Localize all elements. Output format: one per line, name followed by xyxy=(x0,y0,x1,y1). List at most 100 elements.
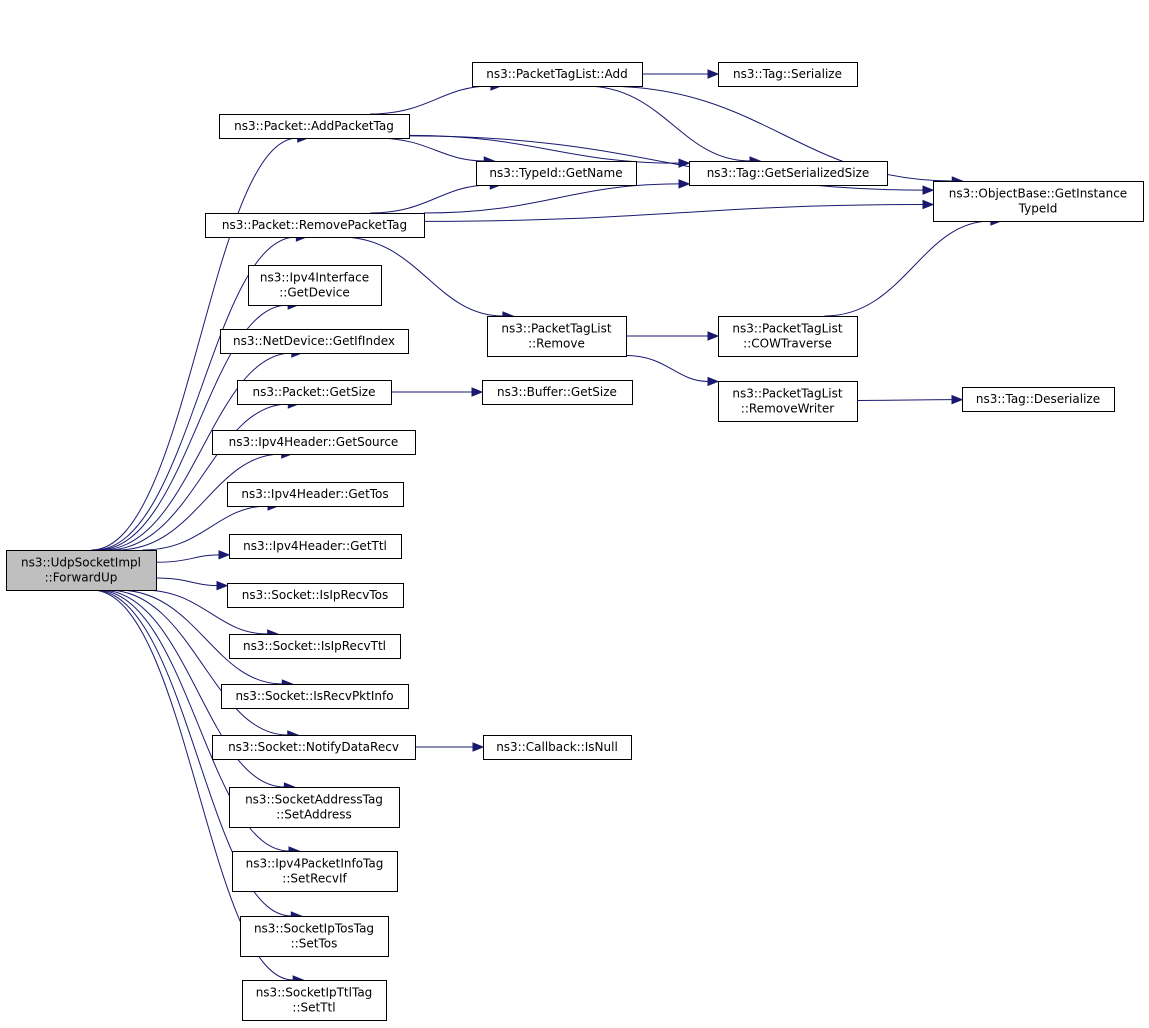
node-label: ns3::Ipv4PacketInfoTag xyxy=(246,857,384,871)
node-label: ns3::TypeId::GetName xyxy=(489,166,622,180)
node-box xyxy=(482,380,633,405)
node-box xyxy=(718,316,858,357)
arrowhead-root-ipv4GetTtl xyxy=(218,550,231,560)
node-removePacketTag[interactable]: ns3::Packet::RemovePacketTag xyxy=(205,213,425,238)
node-box xyxy=(6,550,157,591)
node-isIpRecvTos[interactable]: ns3::Socket::IsIpRecvTos xyxy=(227,583,404,608)
arrowhead-removePacketTag-getInstanceTypeId xyxy=(922,199,935,210)
node-ipv4GetTtl[interactable]: ns3::Ipv4Header::GetTtl xyxy=(229,534,402,559)
node-box xyxy=(472,62,643,87)
node-tagGetSerializedSize[interactable]: ns3::Tag::GetSerializedSize xyxy=(689,161,888,186)
call-edge-root-isIpRecvTtl xyxy=(142,589,268,635)
node-label: ns3::Socket::NotifyDataRecv xyxy=(228,740,399,754)
node-label: ns3::Tag::Serialize xyxy=(733,67,842,81)
node-tagSerialize[interactable]: ns3::Tag::Serialize xyxy=(718,62,858,87)
call-edge-root-ipv4GetTtl xyxy=(155,554,220,563)
node-addPacketTag[interactable]: ns3::Packet::AddPacketTag xyxy=(219,114,410,139)
node-label: ns3::Ipv4Header::GetTtl xyxy=(243,539,387,553)
node-setAddress[interactable]: ns3::SocketAddressTag::SetAddress xyxy=(229,787,400,828)
node-label: ns3::SocketAddressTag xyxy=(245,793,383,807)
call-edge-addPacketTag-tagGetSerializedSize xyxy=(408,134,680,164)
node-box xyxy=(212,430,416,455)
node-ipv4IfaceGetDevice[interactable]: ns3::Ipv4Interface::GetDevice xyxy=(248,265,382,306)
node-typeIdGetName[interactable]: ns3::TypeId::GetName xyxy=(476,161,637,186)
arrowhead-tagListAdd-tagSerialize xyxy=(707,69,720,79)
node-bufferGetSize[interactable]: ns3::Buffer::GetSize xyxy=(482,380,633,405)
node-label: ns3::Socket::IsIpRecvTos xyxy=(242,588,389,602)
node-removeWriter[interactable]: ns3::PacketTagList::RemoveWriter xyxy=(718,381,858,422)
node-label: ::SetRecvIf xyxy=(282,872,347,886)
node-box xyxy=(248,265,382,306)
node-netDeviceGetIfIndex[interactable]: ns3::NetDevice::GetIfIndex xyxy=(220,329,409,354)
node-label: ns3::Buffer::GetSize xyxy=(497,385,617,399)
node-label: ns3::PacketTagList xyxy=(501,322,611,336)
node-label: ::COWTraverse xyxy=(743,337,832,351)
node-box xyxy=(229,534,402,559)
node-tagDeserialize[interactable]: ns3::Tag::Deserialize xyxy=(962,387,1115,412)
call-edge-root-packetGetSize xyxy=(107,403,289,551)
node-cowTraverse[interactable]: ns3::PacketTagList::COWTraverse xyxy=(718,316,858,357)
arrowhead-tagListRemove-cowTraverse xyxy=(707,331,720,341)
node-label: ::SetAddress xyxy=(276,808,352,822)
node-label: ns3::Ipv4Interface xyxy=(260,271,369,285)
node-label: ns3::Socket::IsRecvPktInfo xyxy=(235,689,393,703)
node-setRecvIf[interactable]: ns3::Ipv4PacketInfoTag::SetRecvIf xyxy=(232,851,398,892)
call-edge-root-removePacketTag xyxy=(94,236,297,551)
arrowhead-addPacketTag-getInstanceTypeId xyxy=(922,185,935,195)
call-edge-root-ipv4IfaceGetDevice xyxy=(97,304,289,551)
node-callbackIsNull[interactable]: ns3::Callback::IsNull xyxy=(483,735,632,760)
node-box xyxy=(237,380,392,405)
call-edge-tagListRemove-removeWriter xyxy=(625,355,709,382)
call-edge-root-addPacketTag xyxy=(91,137,298,551)
call-edge-root-setTtl xyxy=(91,589,294,981)
call-edge-removePacketTag-getInstanceTypeId xyxy=(423,203,924,222)
node-box xyxy=(476,161,637,186)
call-edge-root-setTos xyxy=(93,589,292,917)
node-label: ns3::PacketTagList::Add xyxy=(486,67,627,81)
node-label: ns3::SocketIpTtlTag xyxy=(256,986,373,1000)
node-label: ns3::SocketIpTosTag xyxy=(254,922,374,936)
node-packetGetSize[interactable]: ns3::Packet::GetSize xyxy=(237,380,392,405)
node-label: ns3::PacketTagList xyxy=(732,322,842,336)
call-edge-root-ipv4GetTos xyxy=(142,505,269,551)
node-isRecvPktInfo[interactable]: ns3::Socket::IsRecvPktInfo xyxy=(221,684,409,709)
call-edge-tagListAdd-getInstanceTypeId xyxy=(602,85,953,182)
node-setTos[interactable]: ns3::SocketIpTosTag::SetTos xyxy=(240,916,389,957)
node-box xyxy=(229,787,400,828)
call-edge-root-setAddress xyxy=(100,589,285,788)
node-ipv4GetSource[interactable]: ns3::Ipv4Header::GetSource xyxy=(212,430,416,455)
call-edge-addPacketTag-getInstanceTypeId xyxy=(408,135,924,191)
node-box xyxy=(487,316,627,357)
node-label: ns3::UdpSocketImpl xyxy=(21,556,141,570)
node-label: ns3::Ipv4Header::GetSource xyxy=(229,435,399,449)
node-box xyxy=(220,329,409,354)
node-box xyxy=(219,114,410,139)
call-edge-root-notifyDataRecv xyxy=(107,589,288,736)
call-edge-addPacketTag-typeIdGetName xyxy=(375,137,485,162)
node-isIpRecvTtl[interactable]: ns3::Socket::IsIpRecvTtl xyxy=(229,634,401,659)
call-edge-tagListAdd-tagGetSerializedSize xyxy=(584,85,751,162)
node-label: ns3::Tag::Deserialize xyxy=(976,392,1100,406)
node-label: ns3::Packet::AddPacketTag xyxy=(234,119,394,133)
node-ipv4GetTos[interactable]: ns3::Ipv4Header::GetTos xyxy=(227,482,404,507)
node-box xyxy=(229,634,401,659)
call-nodes: ns3::UdpSocketImpl::ForwardUp ns3::Packet… xyxy=(6,62,1144,1021)
arrowhead-removePacketTag-tagGetSerializedSize xyxy=(678,179,691,189)
node-root[interactable]: ns3::UdpSocketImpl::ForwardUp xyxy=(6,550,157,591)
node-setTtl[interactable]: ns3::SocketIpTtlTag::SetTtl xyxy=(242,980,387,1021)
node-box xyxy=(689,161,888,186)
call-edge-cowTraverse-getInstanceTypeId xyxy=(824,220,991,317)
node-tagListRemove[interactable]: ns3::PacketTagList::Remove xyxy=(487,316,627,357)
node-box xyxy=(933,181,1144,222)
node-label: ::Remove xyxy=(528,337,585,351)
node-tagListAdd[interactable]: ns3::PacketTagList::Add xyxy=(472,62,643,87)
call-edge-root-isRecvPktInfo xyxy=(118,589,283,685)
call-edge-root-netDeviceGetIfIndex xyxy=(101,352,292,551)
node-label: TypeId xyxy=(1018,202,1058,216)
node-box xyxy=(240,916,389,957)
arrowhead-tagListRemove-removeWriter xyxy=(707,376,720,387)
arrowhead-removeWriter-tagDeserialize xyxy=(951,394,964,405)
node-notifyDataRecv[interactable]: ns3::Socket::NotifyDataRecv xyxy=(212,735,416,760)
call-edges xyxy=(91,69,1003,985)
